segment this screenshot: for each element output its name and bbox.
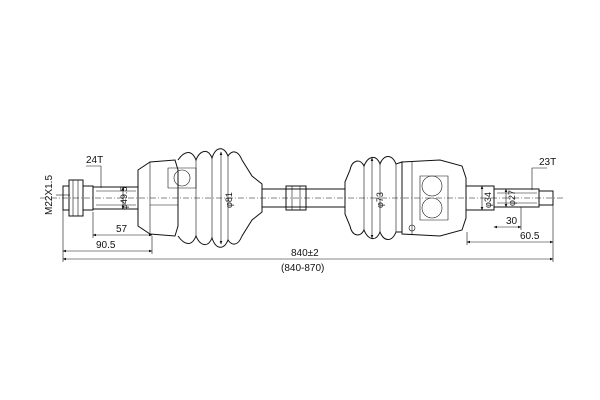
diameter-73-label: φ73 [375,192,385,208]
diameter-81-label: φ81 [224,192,234,208]
length-range-label: (840-870) [281,263,324,274]
dimension-lines [56,151,554,262]
diameter-49-5-label: φ49.5 [119,187,129,210]
thread-label: M22X1.5 [44,175,55,215]
diameter-27-label: φ27 [507,190,517,206]
length-60-5-label: 60.5 [520,231,540,242]
length-90-5-label: 90.5 [96,240,116,251]
shaft [262,185,345,211]
left-cv-joint [62,148,263,248]
right-cv-joint [344,156,554,240]
left-spline-label: 24T [86,155,103,166]
length-30-label: 30 [506,216,518,227]
length-57-label: 57 [116,224,128,235]
right-spline-label: 23T [539,157,556,168]
total-length-label: 840±2 [291,248,319,259]
diameter-34-label: φ34 [483,192,493,208]
